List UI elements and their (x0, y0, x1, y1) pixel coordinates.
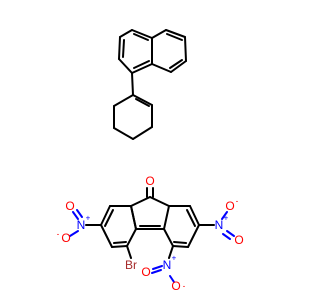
bond (104, 209, 114, 227)
bond (168, 245, 174, 259)
bond (184, 36, 187, 62)
bond (163, 228, 174, 247)
nitro-bond (76, 209, 83, 218)
bottom-nitro-nitrogen-charge: + (172, 254, 177, 263)
left-nitro-oxygen-minus-label: O (61, 231, 70, 245)
bottom-nitro-oxygen-minus-charge: - (183, 282, 186, 291)
bond (130, 196, 151, 207)
left-nitro-oxygen-label: O (65, 199, 74, 213)
bond (133, 60, 150, 69)
bond (151, 29, 167, 39)
nitro-bond (226, 230, 235, 237)
bond (149, 196, 170, 207)
bond (130, 205, 137, 230)
bond (163, 205, 170, 230)
bond (151, 63, 172, 73)
bottom-nitro-nitrogen-label: N (163, 258, 172, 272)
bond (133, 33, 149, 41)
left-nitro-nitrogen-charge: + (86, 214, 91, 223)
atom-labels: O N + O - O N + O - O Br N + O O - (57, 174, 244, 293)
bond (111, 245, 128, 248)
bond (187, 224, 200, 248)
bond (113, 94, 134, 107)
bond (126, 228, 137, 247)
bond (113, 241, 127, 244)
bond (100, 205, 111, 226)
bond (189, 205, 200, 226)
right-nitro-oxygen-minus-charge: - (236, 197, 239, 206)
nitro-bond (152, 265, 163, 270)
nitro-bond (222, 233, 231, 240)
right-nitro-oxygen-label: O (234, 233, 243, 247)
bond (173, 241, 187, 244)
right-nitro-nitrogen-charge: + (224, 214, 229, 223)
nitro-bond (151, 269, 162, 274)
molecule-bromo-trinitro-fluorenone (69, 187, 235, 283)
nitro-bond (169, 275, 175, 283)
bond (132, 94, 153, 106)
bond (119, 29, 133, 38)
bond (131, 72, 134, 96)
bond (170, 60, 187, 73)
nitro-bond (221, 211, 228, 220)
nitro-bond (69, 230, 79, 237)
bond (131, 63, 153, 74)
bond (122, 39, 125, 58)
bond (166, 33, 183, 41)
carbonyl-oxygen-label: O (145, 174, 154, 188)
left-nitro-oxygen-minus-charge: - (57, 230, 60, 239)
right-nitro-nitrogen-label: N (215, 218, 224, 232)
bottom-nitro-oxygen-minus-label: O (171, 279, 180, 293)
right-nitro-oxygen-minus-label: O (225, 199, 234, 213)
bromine-label: Br (125, 258, 137, 272)
bond (126, 245, 132, 259)
bottom-nitro-oxygen-label: O (141, 265, 150, 279)
bond (131, 29, 153, 39)
bond (169, 59, 183, 69)
nitro-bond (72, 211, 79, 220)
molecule-cyclohexenyl-naphthalene (113, 29, 187, 140)
bond (172, 245, 189, 248)
bond (135, 98, 150, 107)
bond (186, 209, 196, 227)
bond (118, 36, 121, 60)
chemical-structure-canvas: O N + O - O N + O - O Br N + O O - (57, 29, 244, 293)
bond (113, 127, 134, 140)
bond (100, 224, 113, 248)
bond (132, 126, 153, 140)
left-nitro-nitrogen-label: N (77, 218, 86, 232)
bond (165, 29, 186, 38)
bond (118, 58, 133, 74)
